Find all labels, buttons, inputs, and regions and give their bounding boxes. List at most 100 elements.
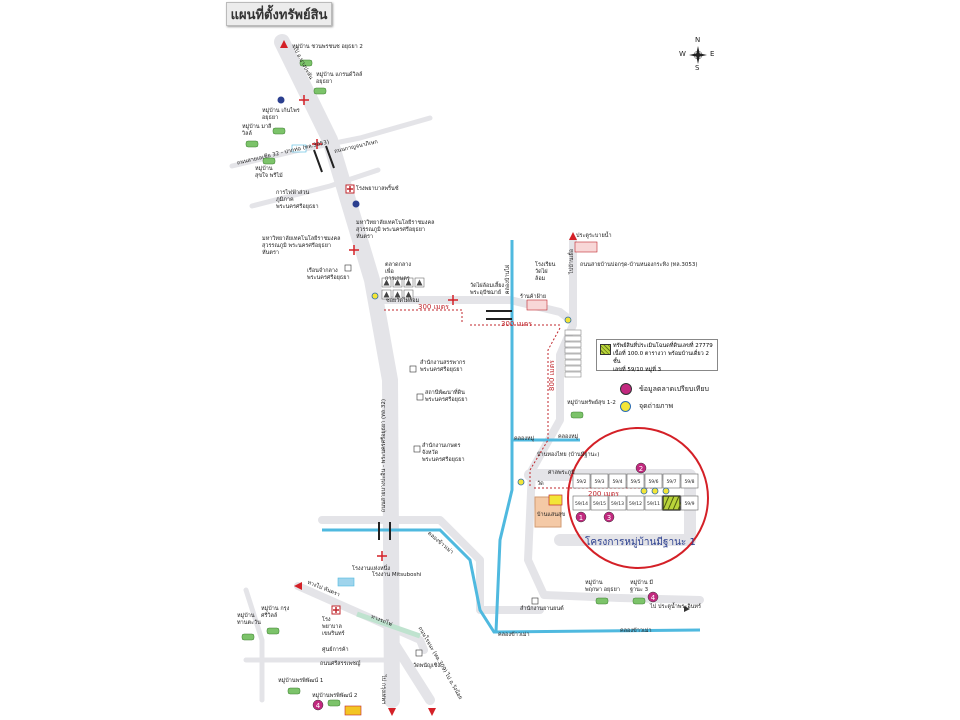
market-marker-3: 3 [603, 511, 615, 523]
sign-71 [291, 144, 307, 153]
place-label: มหาวิทยาลัยเทคโนโลยีราชมงคลสุวรรณภูมิ พร… [262, 236, 341, 256]
direction-arrows [280, 40, 690, 716]
photo-points [371, 292, 670, 495]
road-cross-canal [318, 516, 544, 614]
village-icon [241, 633, 255, 641]
canals [322, 240, 701, 634]
canal-south [322, 528, 701, 634]
legend-property: ทรัพย์สินที่ประเมินโฉนดที่ดินเลขที่ 2777… [596, 339, 718, 373]
arrow-north-icon [280, 40, 288, 48]
place-label: วัดไผ่ล้อมเลี้ยง พระอุปัชฌาย์ [470, 283, 505, 296]
place-label: หมู่บ้าน มาลีวิลล์ [242, 124, 272, 137]
big-c-icon [344, 705, 362, 716]
bridge [325, 145, 335, 169]
hatch-line [662, 495, 670, 511]
distance-line-300-1 [384, 309, 463, 322]
gas-icons [277, 96, 360, 208]
marker-label: 4 [316, 702, 321, 710]
place-label: โรงเรียน วัดไผ่ล้อม [535, 262, 556, 282]
village-icon [570, 411, 584, 419]
road-asia-309 [387, 635, 435, 705]
canal-label: คลองบ้านไผ่ [505, 264, 512, 295]
village-icon [262, 157, 276, 165]
place-label: การไฟฟ้าส่วนภูมิภาค พระนครศรีอยุธยา [276, 190, 319, 210]
railway [356, 611, 421, 639]
distance-label: 800 เมตร [547, 360, 556, 391]
building-icons [291, 144, 598, 716]
main-highway [274, 34, 400, 708]
bridge [313, 149, 323, 173]
plot-label: 59/2 [576, 479, 586, 485]
plot-label: 59/15 [593, 501, 606, 507]
village-icons [241, 59, 646, 707]
photo-point-icon [640, 487, 648, 495]
road-label: ไป ประตูน้ำพระอินทร์ [650, 604, 702, 610]
photo-point-icon [564, 316, 572, 324]
arrow-west-icon [294, 582, 302, 590]
road-west-2 [249, 167, 381, 209]
plot [572, 473, 591, 489]
traffic-lights [299, 95, 458, 561]
building-icon [344, 264, 352, 272]
market-marker-4: 4 [647, 591, 659, 603]
plot [572, 495, 591, 511]
hatch-line [672, 495, 680, 511]
project-area [534, 494, 563, 528]
factory-sign [337, 577, 355, 587]
building-icon [415, 649, 423, 657]
shop-icon [526, 299, 548, 311]
dam-icon [574, 241, 598, 253]
village-icon [327, 699, 341, 707]
building-block [564, 329, 582, 378]
plot [590, 495, 609, 511]
road-sw [294, 582, 428, 654]
village-icon [632, 597, 646, 605]
arrow-south-icon [428, 708, 436, 716]
plot [626, 495, 645, 511]
building-icon [416, 393, 424, 401]
stall-glyph [394, 279, 401, 286]
plot-label: 59/7 [666, 479, 676, 485]
hospital-icons [331, 184, 355, 615]
stall-glyph [383, 291, 390, 298]
plot [608, 495, 627, 511]
place-label: โรงงานแห่งหนึ่ง [352, 566, 391, 572]
marker-label: 2 [639, 465, 643, 473]
plot-label: 59/14 [575, 501, 588, 507]
building-icon [531, 597, 539, 605]
traffic-light-icon [377, 551, 387, 561]
plot [644, 495, 663, 511]
place-label: มหาวิทยาลัยเทคโนโลยีราชมงคลสุวรรณภูมิ พร… [356, 220, 435, 240]
plot-label: 59/6 [648, 479, 658, 485]
property-swatch-icon [600, 344, 611, 355]
legend-photo-label: จุดถ่ายภาพ [639, 402, 674, 410]
plot-label: 59/11 [647, 501, 660, 507]
village-icon [245, 140, 259, 148]
building-icon [413, 445, 421, 453]
hospital-cross [347, 186, 353, 192]
place-label: หมู่บ้าน พฤกษา อยุธยา [585, 580, 620, 593]
traffic-light-icon [349, 245, 359, 255]
compass-w: W [679, 50, 686, 58]
place-label: บ้านทองไทย (บ้านมีฐานะ) [537, 452, 600, 458]
legend-market: ข้อมูลตลาดเปรียบเทียบ [620, 383, 709, 395]
place-label: ศาลพระภูมิ [548, 470, 575, 476]
shop-yellow [548, 494, 563, 506]
bridges [313, 145, 512, 540]
traffic-light-icon [312, 139, 322, 149]
legend-property-line: ทรัพย์สินที่ประเมินโฉนดที่ดินเลขที่ 2777… [613, 343, 713, 349]
stall-glyph [405, 291, 412, 298]
canal-label: คลองข้าวเม่า [498, 632, 530, 638]
market-marker-1: 1 [575, 511, 587, 523]
plot [590, 473, 609, 489]
plot [680, 473, 699, 489]
distance-label: 300 เมตร [501, 320, 532, 328]
place-label: โรงพยาบาล เขษรินทร์ [322, 617, 345, 637]
market-marker-4b: 4 [312, 699, 324, 711]
plot [626, 473, 645, 489]
village-icon [595, 597, 609, 605]
place-label: หมู่บ้าน กรุงศรีวิลล์ [261, 606, 290, 619]
hatch-line [667, 495, 675, 511]
place-label: สำนักงานเกษตรจังหวัด พระนครศรีอยุธยา [422, 443, 465, 463]
